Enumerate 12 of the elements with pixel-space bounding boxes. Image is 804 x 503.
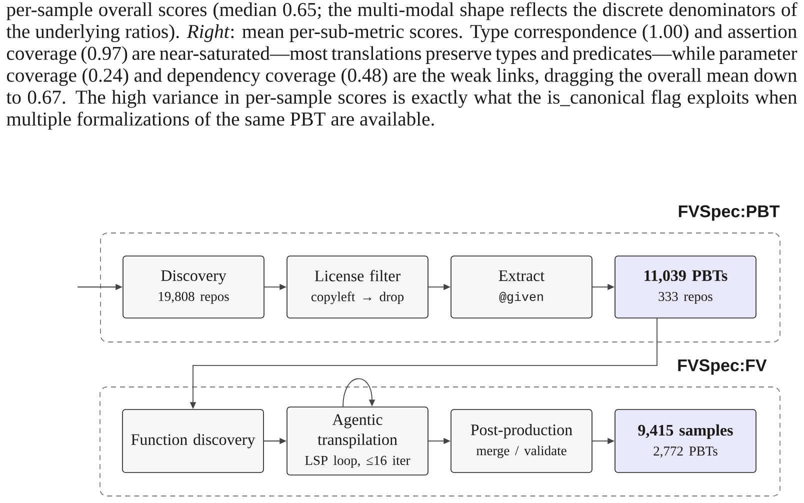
process-box: Discovery 19,808 repos [122, 256, 264, 318]
group-title: FVSpec:FV [678, 359, 767, 375]
process-box: Post-production merge / validate [450, 409, 592, 473]
result-box: 9,415 samples 2,772 PBTs [614, 409, 756, 473]
process-box: Function discovery [122, 409, 264, 473]
paragraph: per-sample overall scores (median 0.65; the multi-modal shape reflects the discrete denominators of the underlying ratios). Right: mean per-sub-metric scores. Type correspondence (1.00) and assertion coverage (0.97) are near-saturated—most translations preserve types and predicates—while parameter coverage (0.24) and dependency coverage (0.48) are the weak links, dragging the overall mean down to 0.67. The high variance in per-sample scores is exactly what the is_canonical flag exploits when multiple formalizations of the same PBT are available. [6, 2, 798, 130]
result-box: 11,039 PBTs 333 repos [614, 256, 756, 318]
process-box: License filter copyleft → drop [286, 256, 428, 318]
process-box: Agentic transpilation LSP loop, ≤16 iter [286, 406, 428, 476]
group-title: FVSpec:PBT [678, 205, 780, 221]
loop-arrow [342, 378, 376, 408]
process-box: Extract @given [450, 256, 592, 318]
